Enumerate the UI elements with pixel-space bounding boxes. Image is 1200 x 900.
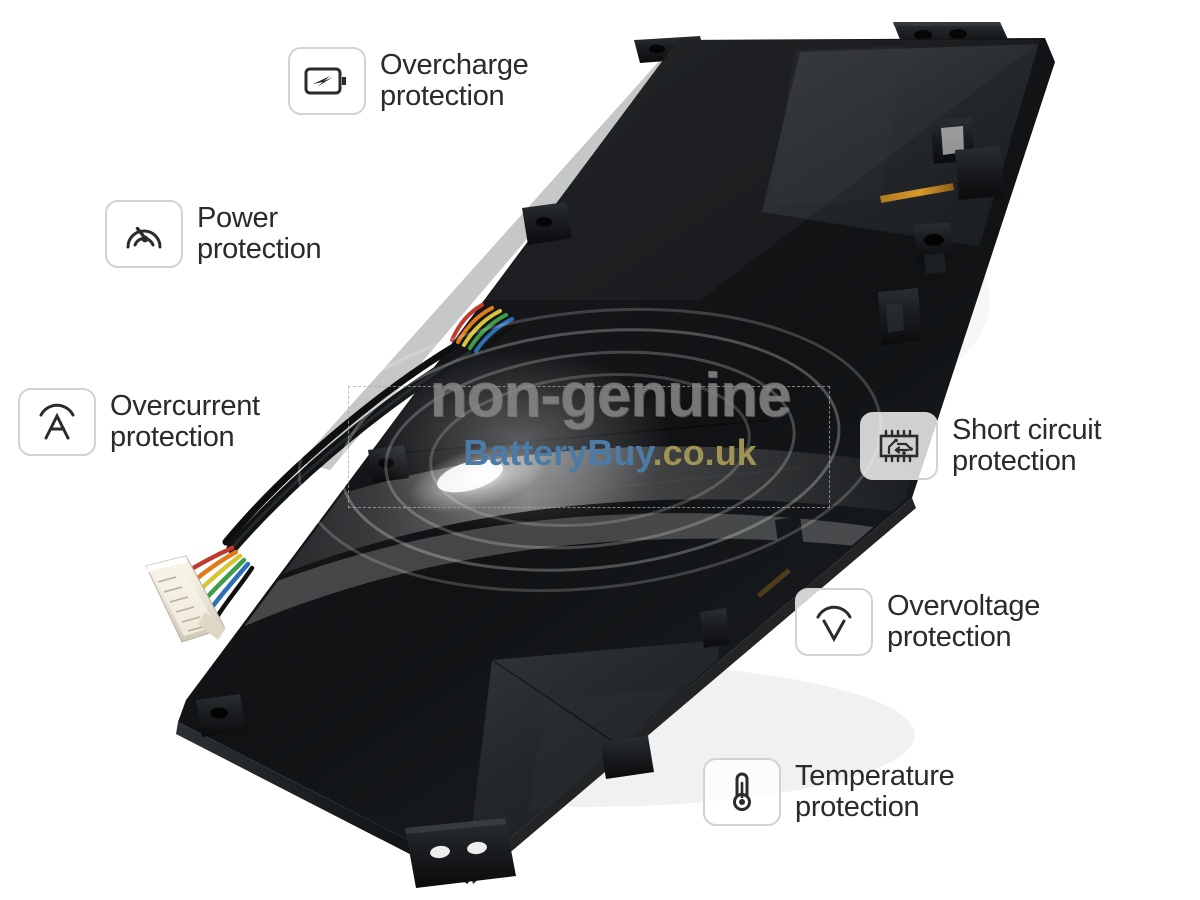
callout-overvoltage: Overvoltage protection — [795, 588, 1040, 656]
callout-shortcircuit: Short circuit protection — [860, 412, 1102, 480]
callout-overcurrent-line1: Overcurrent — [110, 389, 260, 422]
callout-temperature-line1: Temperature — [795, 759, 955, 792]
callout-label-temperature: Temperature protection — [795, 759, 955, 824]
callout-temperature: Temperature protection — [703, 758, 955, 826]
mount-tab-bottom-right — [600, 736, 654, 779]
callout-overcharge: Overcharge protection — [288, 47, 529, 115]
icon-box-overvoltage — [795, 588, 873, 656]
callout-overcurrent-line2: protection — [110, 421, 235, 453]
callout-power-line2: protection — [197, 233, 322, 265]
callout-label-overcharge: Overcharge protection — [380, 48, 529, 113]
callout-shortcircuit-line2: protection — [952, 445, 1077, 477]
gauge-speedometer-icon — [126, 226, 162, 249]
callout-label-shortcircuit: Short circuit protection — [952, 413, 1102, 478]
callout-label-overcurrent: Overcurrent protection — [110, 389, 260, 454]
ampere-arc-icon — [39, 403, 75, 440]
icon-box-overcurrent — [18, 388, 96, 456]
battery-charging-icon — [304, 67, 346, 95]
callout-power: Power protection — [105, 200, 322, 268]
mount-tab-bottom — [405, 818, 516, 888]
jst-connector — [145, 555, 226, 643]
callout-overvoltage-line2: protection — [887, 621, 1012, 653]
icon-box-temperature — [703, 758, 781, 826]
callout-overcharge-line2: protection — [380, 80, 505, 112]
callout-temperature-line2: protection — [795, 791, 920, 823]
callout-label-power: Power protection — [197, 201, 322, 266]
callout-shortcircuit-line1: Short circuit — [952, 413, 1102, 446]
volt-arc-icon — [816, 605, 852, 642]
circuit-chip-icon — [879, 429, 919, 463]
callout-overcharge-line1: Overcharge — [380, 48, 529, 81]
mount-tab-lower-left — [196, 694, 246, 737]
callout-overcurrent: Overcurrent protection — [18, 388, 260, 456]
icon-box-shortcircuit — [860, 412, 938, 480]
callout-overvoltage-line1: Overvoltage — [887, 589, 1041, 622]
callout-power-line1: Power — [197, 201, 278, 234]
icon-box-overcharge — [288, 47, 366, 115]
icon-box-power — [105, 200, 183, 268]
callout-label-overvoltage: Overvoltage protection — [887, 589, 1041, 654]
mount-tab-upper-mid — [522, 202, 572, 245]
thermometer-icon — [733, 772, 751, 811]
